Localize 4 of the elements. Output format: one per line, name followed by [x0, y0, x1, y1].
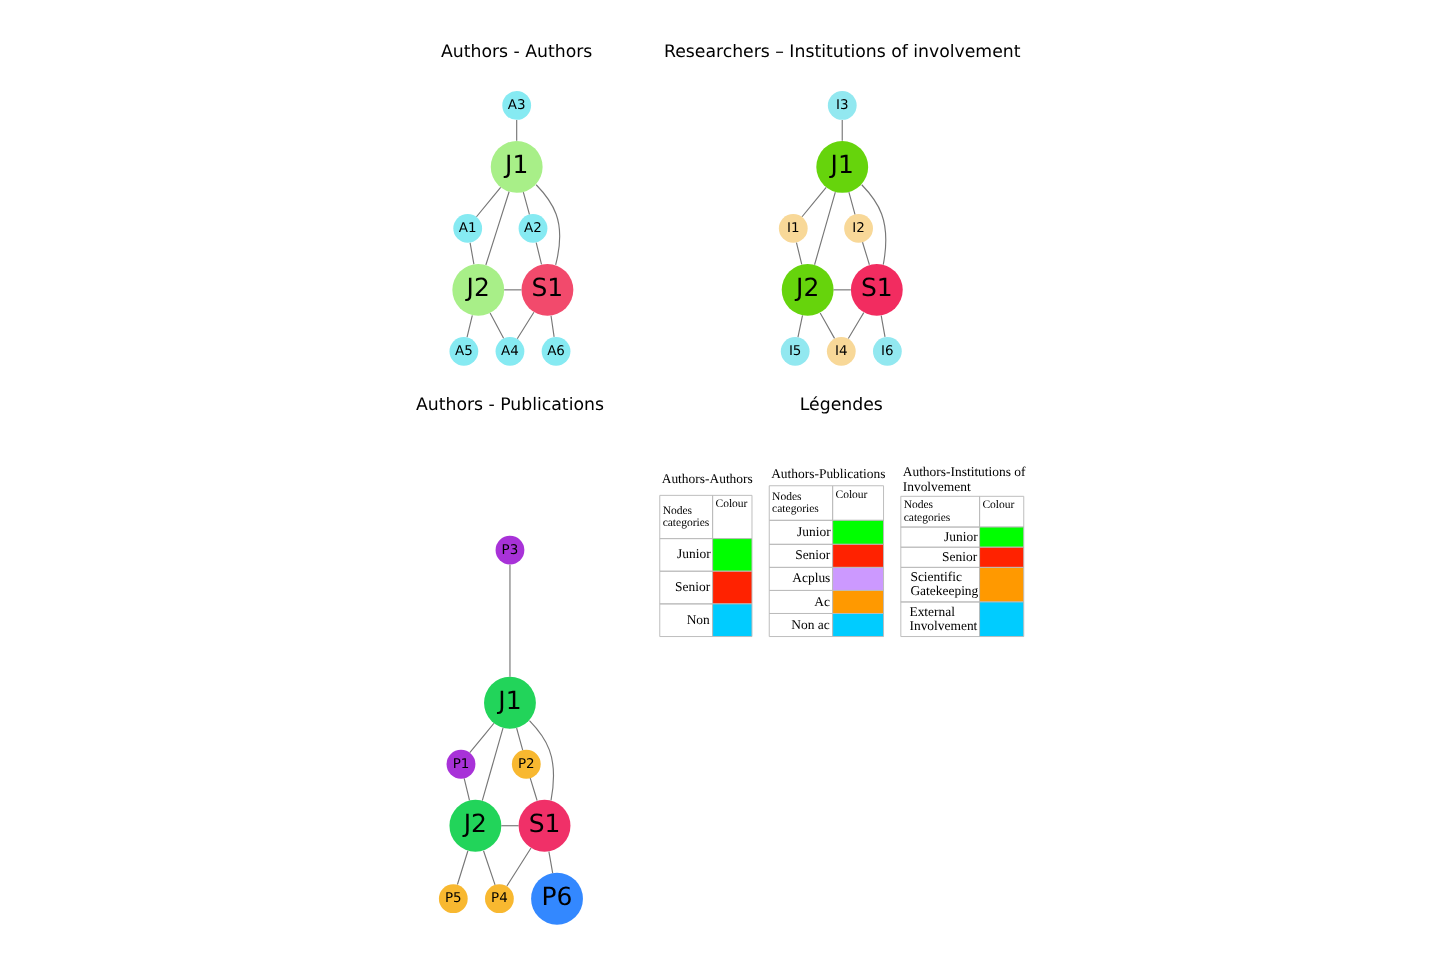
label: Légendes — [798, 396, 882, 417]
label: Authors - Authors — [440, 42, 592, 63]
label: Authors - Publications — [415, 396, 603, 417]
label: Researchers – Institutions of involvement — [662, 42, 1020, 63]
